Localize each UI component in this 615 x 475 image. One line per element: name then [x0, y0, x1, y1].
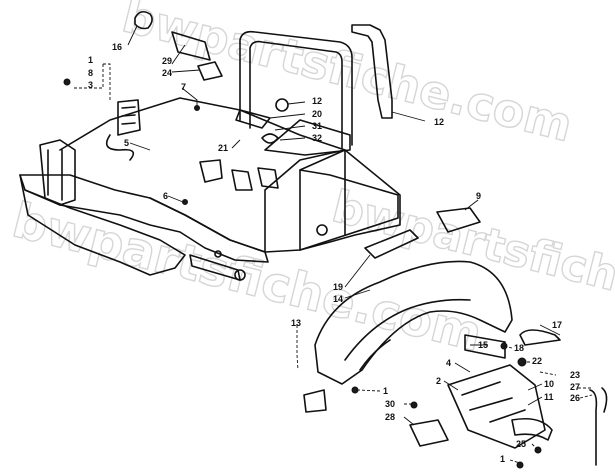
chassis-right-wall	[299, 169, 399, 251]
callout-22: 22	[532, 356, 542, 366]
bracket-left	[199, 159, 223, 183]
part-14-hood-inner	[344, 298, 471, 371]
part-30-bolt	[410, 401, 418, 409]
callout-24: 24	[162, 68, 172, 78]
callout-14: 14	[333, 294, 343, 304]
leader-lines	[72, 25, 593, 464]
dash-panel	[264, 119, 351, 156]
watermark: bwpartsfiche.com bwpartsfiche.com bwpart…	[6, 0, 615, 364]
callout-28: 28	[385, 412, 395, 422]
bracket-right	[257, 167, 279, 189]
callout-8: 8	[88, 68, 93, 78]
part-19-pad	[364, 229, 419, 259]
bracket-center	[231, 169, 253, 191]
chassis-hole	[316, 224, 328, 236]
chassis-front-nose	[19, 174, 186, 276]
part-15-bracket	[464, 334, 506, 359]
part-28-block	[409, 419, 449, 447]
part-11-lever	[511, 417, 553, 441]
callout-25: 25	[516, 439, 526, 449]
callout-15: 15	[478, 340, 488, 350]
callout-11: 11	[544, 392, 554, 402]
part-16-clamp	[134, 10, 153, 30]
callout-12-grommet: 12	[312, 96, 322, 106]
callout-9: 9	[476, 191, 481, 201]
callout-6: 6	[163, 191, 168, 201]
part-6-bolt	[182, 199, 188, 205]
callout-19: 19	[333, 282, 343, 292]
watermark-text-top: bwpartsfiche.com	[117, 0, 577, 152]
upper-components	[105, 10, 393, 161]
part-2-housing	[447, 364, 546, 449]
part-1-nut-hood	[351, 386, 359, 394]
chassis-belly	[59, 97, 401, 253]
callout-30: 30	[385, 399, 395, 409]
part-17-rod	[519, 329, 561, 346]
callout-13: 13	[291, 318, 301, 328]
callout-7: 7	[181, 82, 186, 92]
part-12-grommet	[275, 98, 289, 112]
front-axle-end	[234, 269, 246, 281]
callout-17: 17	[552, 320, 562, 330]
callout-31: 31	[312, 121, 322, 131]
part-1-nut-top	[63, 78, 71, 86]
part-27-cable	[589, 387, 608, 466]
callouts: 16 29 24 1 8 3 7 12 20 31 32 12 5 21 6 9…	[88, 42, 580, 464]
callout-18: 18	[514, 343, 524, 353]
chassis-tunnel-side	[264, 149, 346, 253]
callout-26: 26	[570, 393, 580, 403]
callout-21: 21	[218, 143, 228, 153]
callout-1-bottom: 1	[500, 454, 505, 464]
callout-1-top: 1	[88, 55, 93, 65]
steering-post-left	[39, 139, 76, 206]
part-12-handle	[351, 24, 393, 119]
callout-5: 5	[124, 138, 129, 148]
callout-20: 20	[312, 109, 322, 119]
part-24-mesh	[197, 61, 223, 81]
part-9-pad	[436, 207, 481, 233]
chassis-hole-2	[214, 250, 222, 258]
callout-16: 16	[112, 42, 122, 52]
callout-23: 23	[570, 370, 580, 380]
chassis-left-rail	[19, 174, 269, 263]
part-31-clip	[261, 133, 279, 144]
callout-2: 2	[436, 376, 441, 386]
callout-3: 3	[88, 80, 93, 90]
callout-4: 4	[446, 358, 451, 368]
callout-1-hood: 1	[383, 386, 388, 396]
part-5-harness	[105, 134, 135, 161]
callout-27: 27	[570, 382, 580, 392]
callout-29: 29	[162, 56, 172, 66]
callout-12-handle: 12	[434, 117, 444, 127]
part-18-nut	[500, 342, 508, 350]
pedal-assembly	[63, 78, 608, 469]
chassis-frame	[19, 30, 401, 281]
callout-32: 32	[312, 133, 322, 143]
part-20-plate	[235, 109, 271, 129]
part-14-hood	[314, 260, 513, 385]
part-1-nut	[516, 461, 524, 469]
roll-bar	[239, 30, 353, 149]
part-2-housing-detail	[461, 381, 526, 423]
cowl-assembly	[303, 207, 513, 413]
part-13-bracket	[303, 389, 327, 413]
callout-10: 10	[544, 379, 554, 389]
part-3-switch	[117, 99, 141, 136]
part-29-fuel-pump	[171, 31, 211, 61]
